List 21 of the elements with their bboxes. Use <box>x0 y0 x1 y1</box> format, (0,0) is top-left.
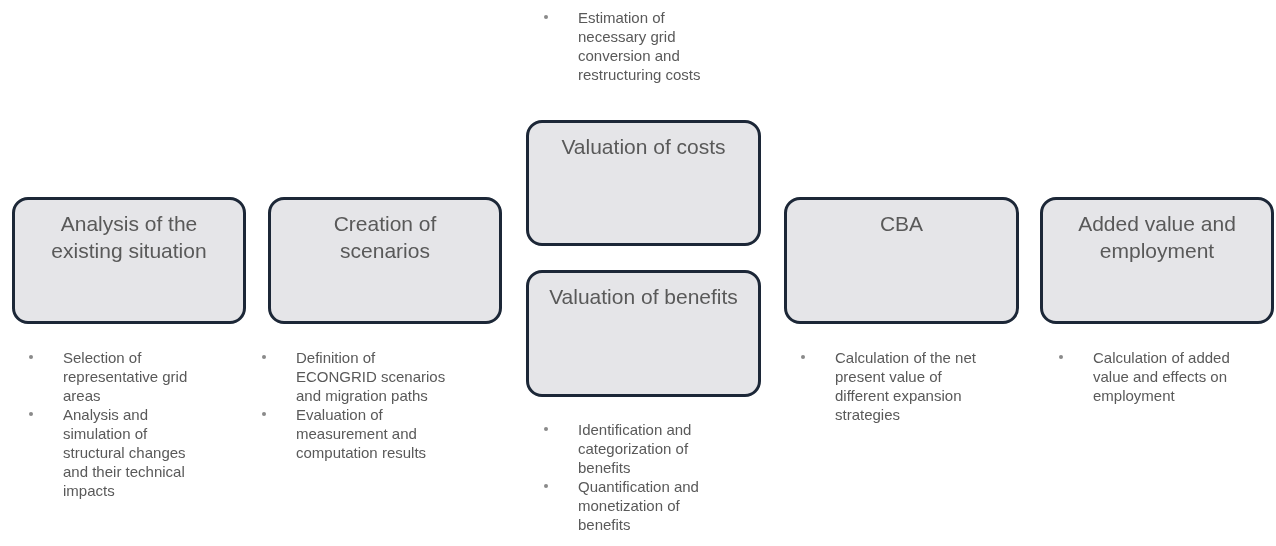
process-box <box>526 270 761 397</box>
bullet-text: Definition of ECONGRID scenarios and migration paths <box>296 348 447 405</box>
box-title: CBA <box>879 211 924 237</box>
process-box <box>1040 197 1274 324</box>
bullet-text: Quantification and monetization of benefits <box>578 477 700 534</box>
bullet-text: Evaluation of measurement and computation results <box>296 405 428 462</box>
bullet-text: Analysis and simulation of structural changes and their technical impacts <box>63 405 187 500</box>
process-box <box>784 197 1019 324</box>
bullet-text: Selection of representative grid areas <box>63 348 189 405</box>
bullet-text: Calculation of the net present value of different expansion strategies <box>835 348 977 424</box>
process-box <box>268 197 502 324</box>
bullet-text: Estimation of necessary grid conversion and restructuring costs <box>578 8 702 84</box>
process-box <box>12 197 246 324</box>
box-title: Analysis of the existing situation <box>50 211 208 264</box>
box-title: Valuation of benefits <box>549 284 738 310</box>
box-title: Valuation of costs <box>561 134 726 160</box>
process-box <box>526 120 761 246</box>
box-title: Added value and employment <box>1077 211 1237 264</box>
bullet-text: Calculation of added value and effects on employment <box>1093 348 1231 405</box>
box-title: Creation of scenarios <box>332 211 438 264</box>
bullet-text: Identification and categorization of benefits <box>578 420 693 477</box>
